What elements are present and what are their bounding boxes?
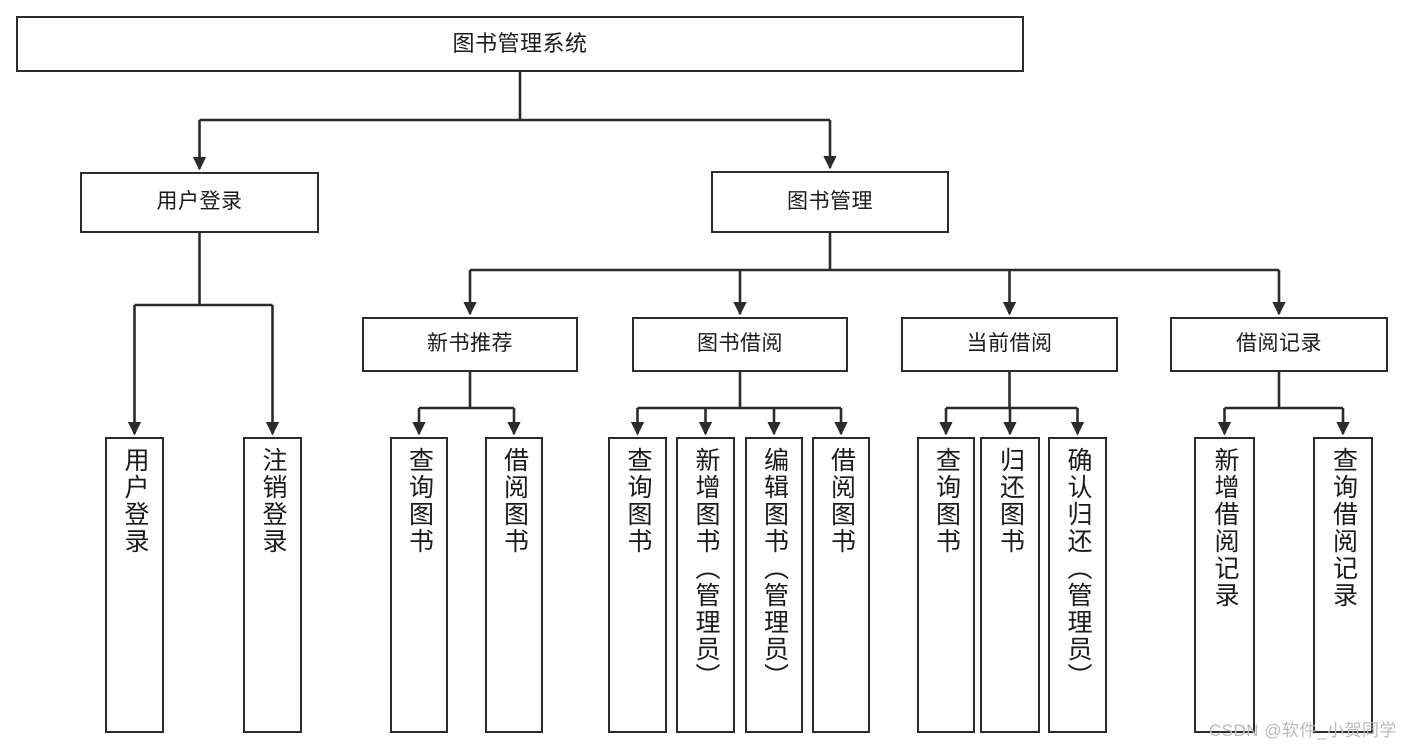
node-user-login[interactable]: 用户登录: [80, 172, 319, 233]
node-leaf-user-login[interactable]: 用户登录: [105, 437, 164, 733]
node-leaf-user-login-label: 用户登录: [121, 447, 149, 555]
node-leaf-confirm-return-label: 确认归还（管理员）: [1064, 447, 1092, 690]
node-leaf-query-book-2-label: 查询图书: [624, 447, 652, 555]
node-leaf-query-book-1-label: 查询图书: [405, 447, 434, 555]
csdn-watermark: CSDN @软件_小贺同学: [1208, 721, 1397, 740]
node-leaf-add-record[interactable]: 新增借阅记录: [1194, 437, 1255, 733]
node-leaf-borrow-book-2[interactable]: 借阅图书: [812, 437, 870, 733]
node-new-book-rec[interactable]: 新书推荐: [362, 317, 578, 372]
node-borrow-record-label: 借阅记录: [1236, 332, 1322, 356]
node-leaf-add-record-label: 新增借阅记录: [1211, 447, 1239, 609]
node-leaf-borrow-book-2-label: 借阅图书: [827, 447, 856, 555]
node-borrow-record[interactable]: 借阅记录: [1170, 317, 1388, 372]
node-new-book-rec-label: 新书推荐: [427, 332, 513, 356]
node-leaf-logout-label: 注销登录: [259, 447, 287, 555]
node-leaf-logout[interactable]: 注销登录: [243, 437, 302, 733]
node-leaf-borrow-book-1[interactable]: 借阅图书: [485, 437, 543, 733]
node-leaf-query-book-1[interactable]: 查询图书: [390, 437, 448, 733]
node-leaf-add-book[interactable]: 新增图书（管理员）: [676, 437, 735, 733]
node-leaf-return-book-label: 归还图书: [996, 447, 1025, 555]
node-current-borrow-label: 当前借阅: [966, 332, 1053, 356]
node-root-label: 图书管理系统: [452, 31, 588, 57]
node-leaf-add-book-label: 新增图书（管理员）: [692, 447, 720, 690]
node-current-borrow[interactable]: 当前借阅: [901, 317, 1118, 372]
node-leaf-query-book-2[interactable]: 查询图书: [608, 437, 667, 733]
node-book-borrow-label: 图书借阅: [697, 332, 783, 356]
node-leaf-confirm-return[interactable]: 确认归还（管理员）: [1048, 437, 1107, 733]
node-book-manage-label: 图书管理: [787, 189, 873, 213]
node-leaf-edit-book-label: 编辑图书（管理员）: [760, 447, 789, 690]
node-book-borrow[interactable]: 图书借阅: [632, 317, 848, 372]
node-leaf-edit-book[interactable]: 编辑图书（管理员）: [745, 437, 803, 733]
node-user-login-label: 用户登录: [156, 190, 243, 214]
node-book-manage[interactable]: 图书管理: [711, 171, 949, 233]
node-leaf-return-book[interactable]: 归还图书: [980, 437, 1040, 733]
node-leaf-query-record[interactable]: 查询借阅记录: [1313, 437, 1373, 733]
node-leaf-query-book-3-label: 查询图书: [932, 447, 961, 555]
node-root[interactable]: 图书管理系统: [16, 16, 1024, 72]
node-leaf-borrow-book-1-label: 借阅图书: [500, 447, 529, 555]
node-leaf-query-book-3[interactable]: 查询图书: [917, 437, 975, 733]
node-leaf-query-record-label: 查询借阅记录: [1329, 447, 1358, 609]
